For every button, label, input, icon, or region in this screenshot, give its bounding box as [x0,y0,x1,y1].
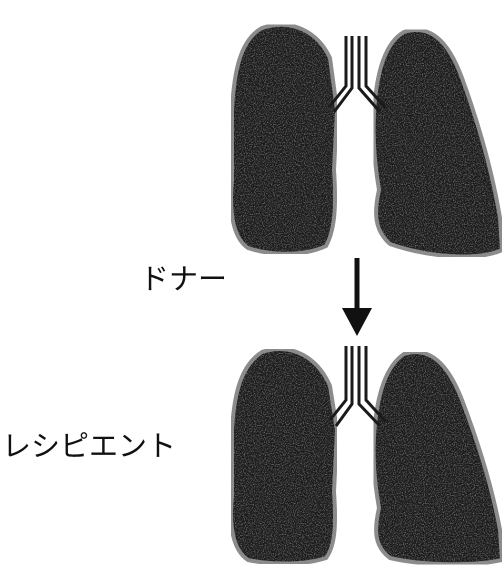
recipient-label: レシピエント [2,432,176,461]
recipient-lungs [231,346,502,564]
recipient-left-lung [231,349,337,564]
recipient-bronchi [336,346,380,426]
recipient-right-lung [374,352,502,564]
donor-left-lung [231,25,337,254]
donor-label: ドナー [140,265,227,294]
donor-right-lung [374,30,502,257]
arrow-down-icon [342,258,372,336]
donor-lungs [231,25,502,257]
